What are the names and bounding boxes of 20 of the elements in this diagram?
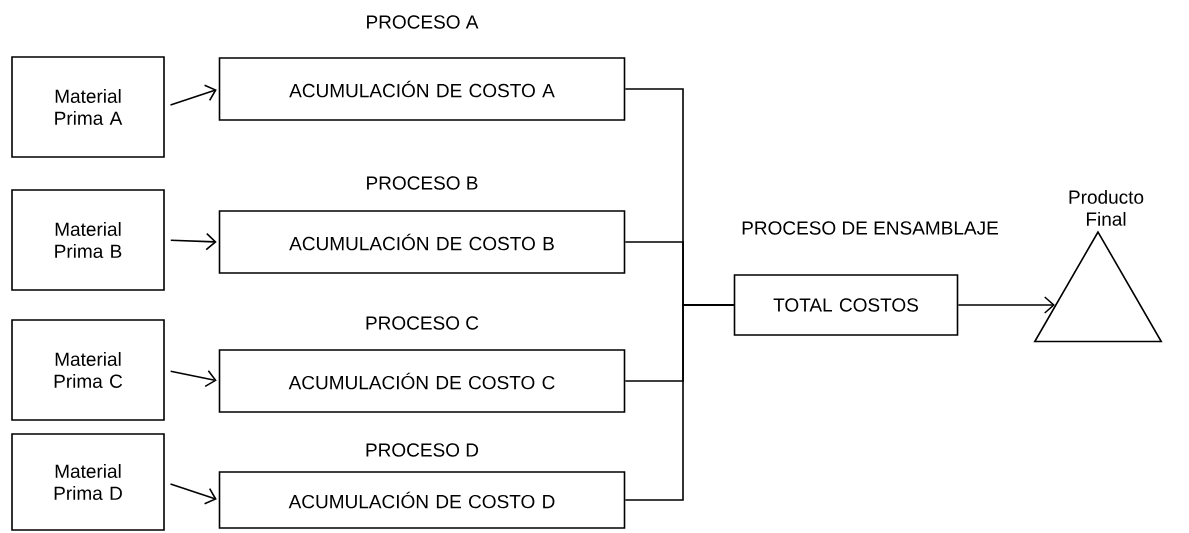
process-box: Material Prima A	[11, 56, 165, 158]
process-box: ACUMULACIÓN DE COSTO B	[218, 210, 626, 274]
process-box: ACUMULACIÓN DE COSTO A	[218, 57, 626, 121]
arrow	[169, 84, 217, 106]
process-box: TOTAL COSTOS	[733, 274, 959, 336]
arrow	[169, 369, 217, 388]
product-label: Producto Final	[1069, 189, 1144, 226]
process-box: Material Prima D	[11, 433, 165, 531]
process-box: ACUMULACIÓN DE COSTO D	[218, 471, 626, 529]
process-box: ACUMULACIÓN DE COSTO C	[218, 349, 626, 413]
process-heading: PROCESO A	[367, 15, 479, 29]
process-box: Material Prima C	[11, 319, 165, 421]
process-heading: PROCESO B	[367, 176, 478, 190]
process-heading: PROCESO DE ENSAMBLAJE	[742, 221, 998, 235]
arrow	[957, 296, 1055, 314]
arrow	[169, 483, 217, 505]
process-box: Material Prima B	[11, 189, 165, 291]
process-heading: PROCESO C	[366, 316, 479, 330]
arrow	[170, 232, 217, 251]
process-heading: PROCESO D	[366, 443, 479, 457]
